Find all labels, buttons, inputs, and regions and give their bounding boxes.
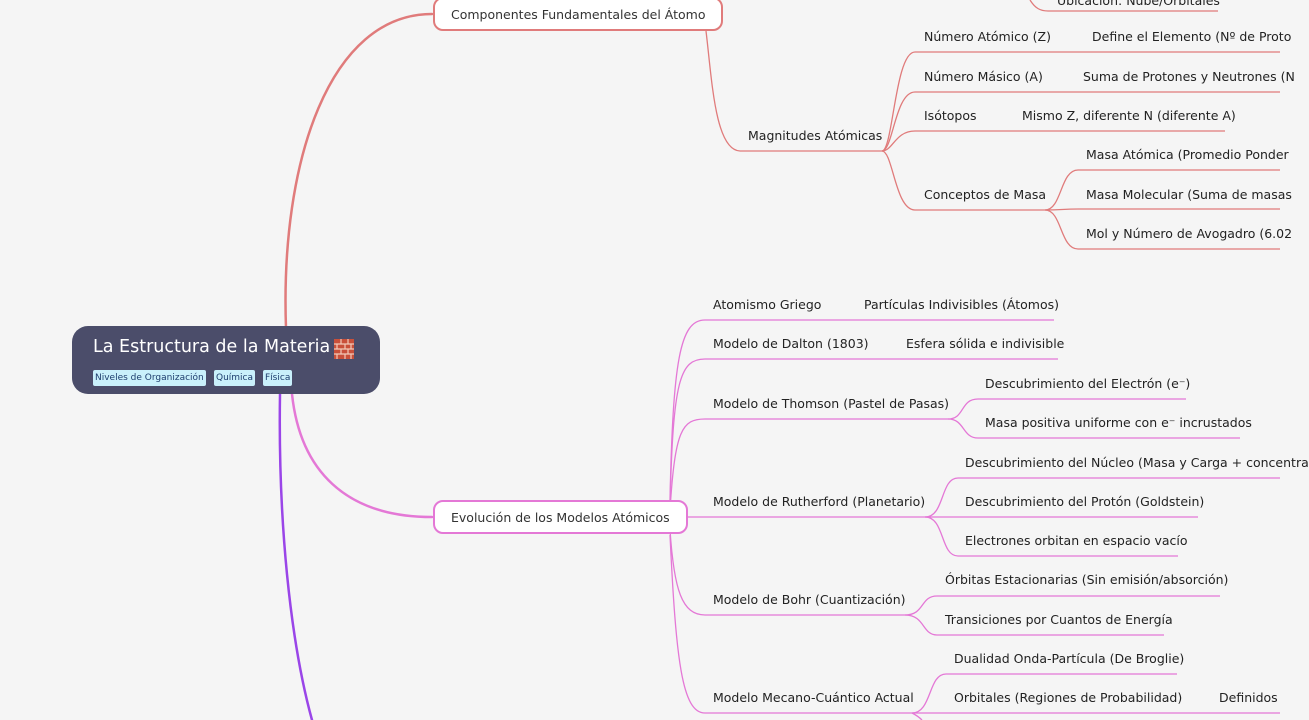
link-rutherford-nucleo: [924, 477, 1280, 518]
link-bohr-orbitas: [904, 595, 1220, 616]
link-componentes-magnitudes: [705, 30, 741, 152]
link-magnitudes-numero-atomico: [881, 51, 1082, 152]
node-isotopos[interactable]: Isótopos: [924, 108, 977, 123]
link-mecano-more: [911, 712, 923, 720]
link-rutherford-electrones: [924, 516, 1178, 557]
brick-wall-icon: [334, 339, 354, 359]
node-suma-protones[interactable]: Suma de Protones y Neutrones (N: [1083, 69, 1295, 84]
node-descubrimiento-electron[interactable]: Descubrimiento del Electrón (e⁻): [985, 376, 1191, 391]
connector-lines: [278, 0, 1280, 720]
node-transiciones[interactable]: Transiciones por Cuantos de Energía: [945, 612, 1173, 627]
link-magnitudes-numero-masico: [881, 91, 1074, 152]
link-evolucion-bohr: [669, 529, 905, 616]
link-componentes-ubicacion: [1029, 0, 1218, 12]
node-thomson[interactable]: Modelo de Thomson (Pastel de Pasas): [713, 396, 950, 411]
node-define-elemento[interactable]: Define el Elemento (Nº de Proto: [1092, 29, 1292, 44]
root-title: La Estructura de la Materia: [93, 337, 331, 357]
node-orbitales[interactable]: Orbitales (Regiones de Probabilidad): [954, 690, 1183, 705]
link-thomson-electron: [947, 398, 1186, 420]
branch-evolucion-label: Evolución de los Modelos Atómicos: [451, 510, 670, 525]
node-dualidad[interactable]: Dualidad Onda-Partícula (De Broglie): [954, 651, 1185, 666]
root-topic[interactable]: La Estructura de la Materia Niveles de O…: [72, 326, 380, 394]
node-masa-molecular[interactable]: Masa Molecular (Suma de masas: [1086, 187, 1292, 202]
link-conceptos-masa-molecular: [1044, 208, 1280, 211]
link-root-purple-branch: [278, 392, 314, 720]
link-mecano-dualidad: [911, 673, 1177, 714]
node-descubrimiento-nucleo[interactable]: Descubrimiento del Núcleo (Masa y Carga …: [965, 455, 1309, 470]
node-masa-positiva[interactable]: Masa positiva uniforme con e⁻ incrustado…: [985, 415, 1252, 430]
link-conceptos-masa-atomica: [1044, 169, 1280, 211]
node-conceptos-masa[interactable]: Conceptos de Masa: [924, 187, 1047, 202]
node-dalton[interactable]: Modelo de Dalton (1803): [713, 336, 869, 351]
link-root-evolucion: [290, 392, 434, 519]
node-rutherford[interactable]: Modelo de Rutherford (Planetario): [713, 494, 926, 509]
link-bohr-transiciones: [904, 614, 1164, 636]
node-mecano-cuantico[interactable]: Modelo Mecano-Cuántico Actual: [713, 690, 914, 705]
link-thomson-masa: [947, 418, 1240, 439]
node-esfera-solida[interactable]: Esfera sólida e indivisible: [906, 336, 1065, 351]
link-evolucion-mecano: [669, 534, 912, 714]
node-magnitudes[interactable]: Magnitudes Atómicas: [748, 128, 883, 143]
node-particulas-indivisibles[interactable]: Partículas Indivisibles (Átomos): [864, 297, 1059, 312]
link-evolucion-thomson: [669, 418, 948, 511]
tag-niveles[interactable]: Niveles de Organización: [93, 370, 206, 386]
node-numero-atomico[interactable]: Número Atómico (Z): [924, 29, 1051, 44]
node-atomismo[interactable]: Atomismo Griego: [713, 297, 822, 312]
node-mismo-z[interactable]: Mismo Z, diferente N (diferente A): [1022, 108, 1236, 123]
branch-componentes-label: Componentes Fundamentales del Átomo: [451, 7, 706, 22]
node-numero-masico[interactable]: Número Másico (A): [924, 69, 1043, 84]
node-electrones-orbitan[interactable]: Electrones orbitan en espacio vacío: [965, 533, 1188, 548]
tag-quimica[interactable]: Química: [214, 370, 256, 386]
branch-componentes[interactable]: Componentes Fundamentales del Átomo: [433, 0, 724, 31]
node-bohr[interactable]: Modelo de Bohr (Cuantización): [713, 592, 906, 607]
node-definidos[interactable]: Definidos: [1219, 690, 1278, 705]
branch-evolucion[interactable]: Evolución de los Modelos Atómicos: [433, 500, 688, 534]
link-magnitudes-isotopos: [881, 130, 1013, 152]
link-root-componentes: [284, 12, 434, 330]
node-descubrimiento-proton[interactable]: Descubrimiento del Protón (Goldstein): [965, 494, 1205, 509]
link-conceptos-mol: [1044, 209, 1280, 250]
link-evolucion-dalton: [669, 358, 898, 506]
link-magnitudes-conceptos: [881, 150, 1045, 211]
tag-fisica[interactable]: Física: [263, 370, 293, 386]
node-masa-atomica[interactable]: Masa Atómica (Promedio Ponder: [1086, 147, 1289, 162]
node-orbitas-estacionarias[interactable]: Órbitas Estacionarias (Sin emisión/absor…: [945, 572, 1229, 587]
node-ubicacion[interactable]: Ubicación: Nube/Orbitales: [1057, 0, 1220, 8]
link-evolucion-atomismo: [669, 319, 856, 501]
node-mol-avogadro[interactable]: Mol y Número de Avogadro (6.02: [1086, 226, 1293, 241]
